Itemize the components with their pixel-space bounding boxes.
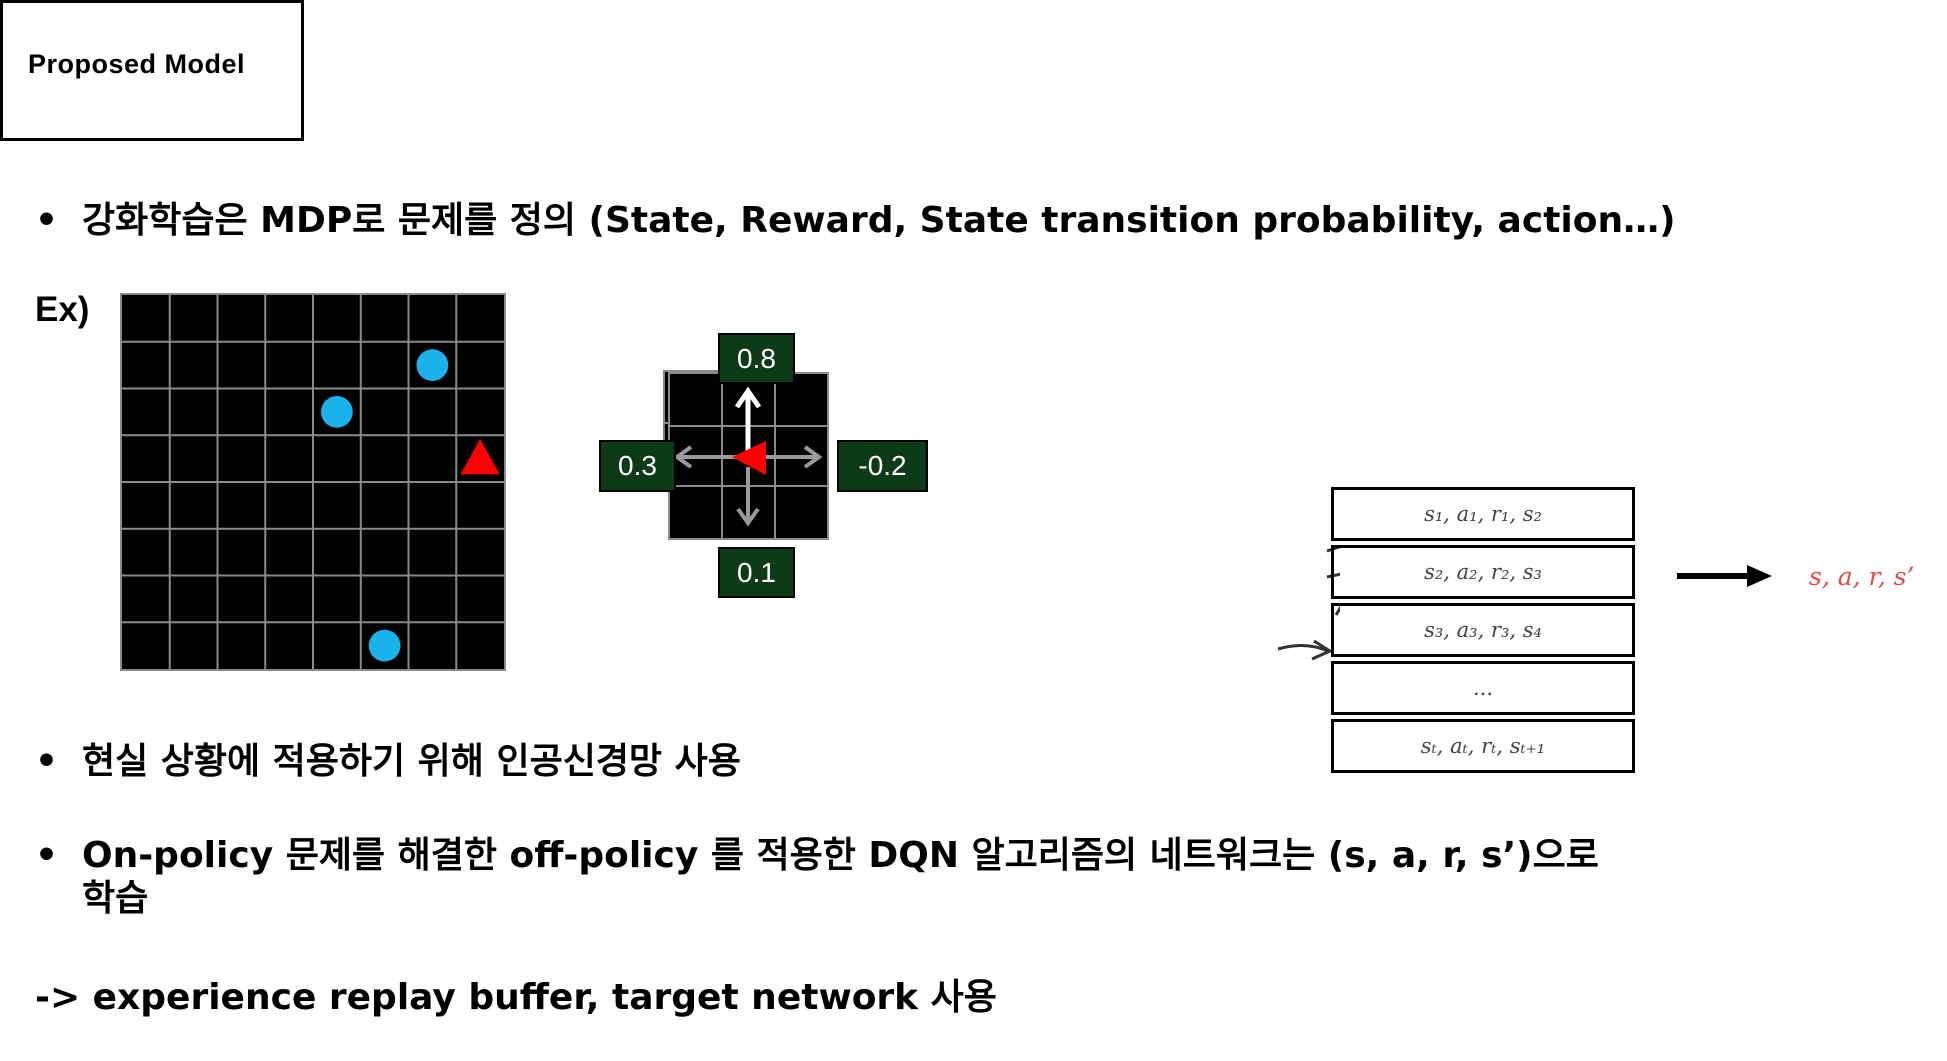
bullet-dot: • bbox=[35, 835, 59, 876]
arrow-down-head bbox=[736, 507, 760, 527]
arrow-left-head bbox=[673, 445, 693, 469]
goal-circle bbox=[368, 629, 401, 662]
prob-down: 0.1 bbox=[718, 547, 795, 598]
buffer-row: sₜ, aₜ, rₜ, sₜ₊₁ bbox=[1331, 719, 1635, 773]
direction-cross bbox=[668, 372, 829, 540]
bullet-dot: • bbox=[35, 741, 59, 782]
page-title: Proposed Model bbox=[28, 49, 246, 79]
title-box: Proposed Model bbox=[0, 0, 304, 141]
sample-output: s, a, r, s’ bbox=[1809, 562, 1915, 591]
bullet-dot: • bbox=[35, 200, 59, 241]
bullet-text: 현실 상황에 적용하기 위해 인공신경망 사용 bbox=[82, 741, 741, 782]
hand-marks bbox=[1277, 545, 1340, 661]
grid-world bbox=[120, 293, 506, 671]
arrow-right-head bbox=[803, 445, 823, 469]
goal-circle bbox=[320, 395, 353, 428]
replay-buffer: s₁, a₁, r₁, s₂ s₂, a₂, r₂, s₃ s₃, a₃, r₃… bbox=[1331, 487, 1635, 777]
buffer-row: s₂, a₂, r₂, s₃ bbox=[1331, 545, 1635, 599]
agent-triangle-left bbox=[732, 441, 766, 475]
agent-triangle bbox=[460, 438, 500, 475]
grid-world-svg bbox=[122, 295, 504, 669]
pointer-arrow-icon bbox=[1277, 644, 1329, 653]
buffer-row: s₃, a₃, r₃, s₄ bbox=[1331, 603, 1635, 657]
bullet-text-cont: 학습 bbox=[82, 878, 149, 919]
arrow-up-head bbox=[734, 386, 762, 409]
bullet-text: 강화학습은 MDP로 문제를 정의 (State, Reward, State … bbox=[82, 200, 1676, 241]
bullet-text: On-policy 문제를 해결한 off-policy 를 적용한 DQN 알… bbox=[82, 835, 1599, 876]
buffer-row: ... bbox=[1331, 661, 1635, 715]
goal-circle bbox=[416, 349, 449, 382]
example-label: Ex) bbox=[35, 290, 90, 329]
buffer-row: s₁, a₁, r₁, s₂ bbox=[1331, 487, 1635, 541]
prob-up: 0.8 bbox=[718, 333, 795, 384]
footer-note: -> experience replay buffer, target netw… bbox=[35, 977, 997, 1018]
sample-arrow-icon bbox=[1677, 565, 1772, 587]
prob-left: 0.3 bbox=[599, 440, 676, 492]
prob-right: -0.2 bbox=[837, 440, 928, 492]
